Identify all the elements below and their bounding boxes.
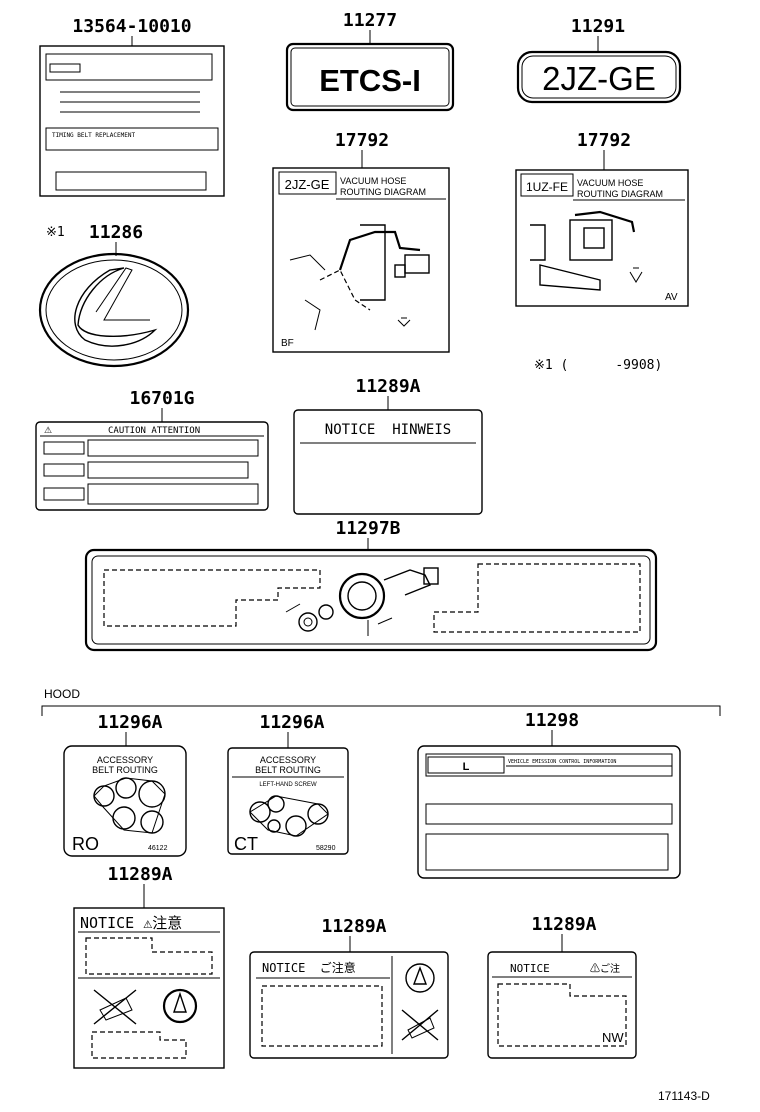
label-notice-hinweis: NOTICE HINWEIS	[293, 409, 483, 515]
etcs-text: ETCS-I	[319, 63, 421, 98]
part-number-11297b: 11297B	[335, 518, 400, 539]
part-number-11296a-1: 11296A	[97, 712, 162, 733]
label-vacuum-2jz: 2JZ-GE VACUUM HOSE ROUTING DIAGRAM BF	[272, 167, 450, 353]
notice-c-text: NOTICE	[510, 962, 550, 975]
part-number-17792-a: 17792	[335, 130, 389, 151]
label-etcs-i: ETCS-I	[285, 42, 455, 112]
part-number-11289a-top: 11289A	[355, 376, 420, 397]
ref-mark-11286: ※1	[46, 225, 65, 240]
part-number-11286: 11286	[89, 222, 143, 243]
belt1-title-1: ACCESSORY	[97, 755, 153, 765]
label-caution-attention: CAUTION ATTENTION ⚠	[35, 421, 269, 511]
part-number-11298: 11298	[525, 710, 579, 731]
lexus-emblem	[38, 252, 190, 368]
belt2-code: CT	[234, 834, 258, 854]
part-number-11289a-3: 11289A	[321, 916, 386, 937]
timing-belt-text: TIMING BELT REPLACEMENT	[52, 132, 135, 139]
part-number-11289a-2: 11289A	[107, 864, 172, 885]
caution-attention-text: CAUTION ATTENTION	[108, 426, 200, 436]
label-2jz-ge: 2JZ-GE	[516, 50, 682, 104]
vac-1uz-title-1: VACUUM HOSE	[577, 178, 643, 188]
label-notice-left: NOTICE ⚠注意	[73, 907, 225, 1069]
label-notice-middle: NOTICE ご注意	[249, 951, 449, 1059]
notice-a-text: NOTICE ⚠注意	[80, 914, 182, 932]
svg-text:L: L	[463, 761, 470, 773]
label-long-strip	[84, 548, 658, 652]
notice-b-text: NOTICE ご注意	[262, 960, 356, 975]
belt1-title-2: BELT ROUTING	[92, 765, 158, 775]
part-number-13564-10010: 13564-10010	[72, 16, 191, 37]
belt2-num: 58290	[316, 845, 336, 852]
vac-2jz-code: 2JZ-GE	[285, 177, 330, 192]
emission-title: VEHICLE EMISSION CONTROL INFORMATION	[508, 759, 616, 765]
belt1-code: RO	[72, 834, 99, 854]
figure-code: 171143-D	[658, 1089, 710, 1103]
vac-2jz-corner: BF	[281, 338, 294, 349]
vac-1uz-title-2: ROUTING DIAGRAM	[577, 189, 663, 199]
footnote: ※1 ( -9908)	[534, 358, 662, 373]
label-vacuum-1uz: 1UZ-FE VACUUM HOSE ROUTING DIAGRAM AV	[515, 169, 689, 307]
vac-1uz-corner: AV	[665, 292, 678, 303]
vac-2jz-title-2: ROUTING DIAGRAM	[340, 187, 426, 197]
belt2-title-1: ACCESSORY	[260, 755, 316, 765]
label-timing-belt: TIMING BELT REPLACEMENT	[39, 45, 225, 197]
part-number-11289a-4: 11289A	[531, 914, 596, 935]
notice-hinweis-text: NOTICE HINWEIS	[325, 422, 451, 438]
svg-text:⚠: ⚠	[44, 425, 52, 435]
part-number-17792-b: 17792	[577, 130, 631, 151]
label-belt-routing-ct: ACCESSORY BELT ROUTING LEFT-HAND SCREW C…	[227, 747, 349, 855]
belt2-title-2: BELT ROUTING	[255, 765, 321, 775]
vac-2jz-title-1: VACUUM HOSE	[340, 176, 406, 186]
engine-2jz-text: 2JZ-GE	[542, 60, 656, 97]
label-notice-right: NOTICE ⚠ご注 NW	[487, 951, 637, 1059]
part-number-16701g: 16701G	[129, 388, 194, 409]
vac-1uz-code: 1UZ-FE	[526, 180, 568, 194]
part-number-11277: 11277	[343, 10, 397, 31]
section-hood: HOOD	[44, 687, 80, 701]
belt1-num: 46122	[148, 845, 168, 852]
belt2-sub: LEFT-HAND SCREW	[259, 782, 317, 788]
part-number-11296a-2: 11296A	[259, 712, 324, 733]
notice-c-jp: ⚠ご注	[590, 962, 620, 975]
label-belt-routing-ro: ACCESSORY BELT ROUTING RO 46122	[63, 745, 187, 857]
label-emission-control: L VEHICLE EMISSION CONTROL INFORMATION	[417, 745, 681, 879]
part-number-11291: 11291	[571, 16, 625, 37]
notice-c-code: NW	[602, 1030, 624, 1045]
